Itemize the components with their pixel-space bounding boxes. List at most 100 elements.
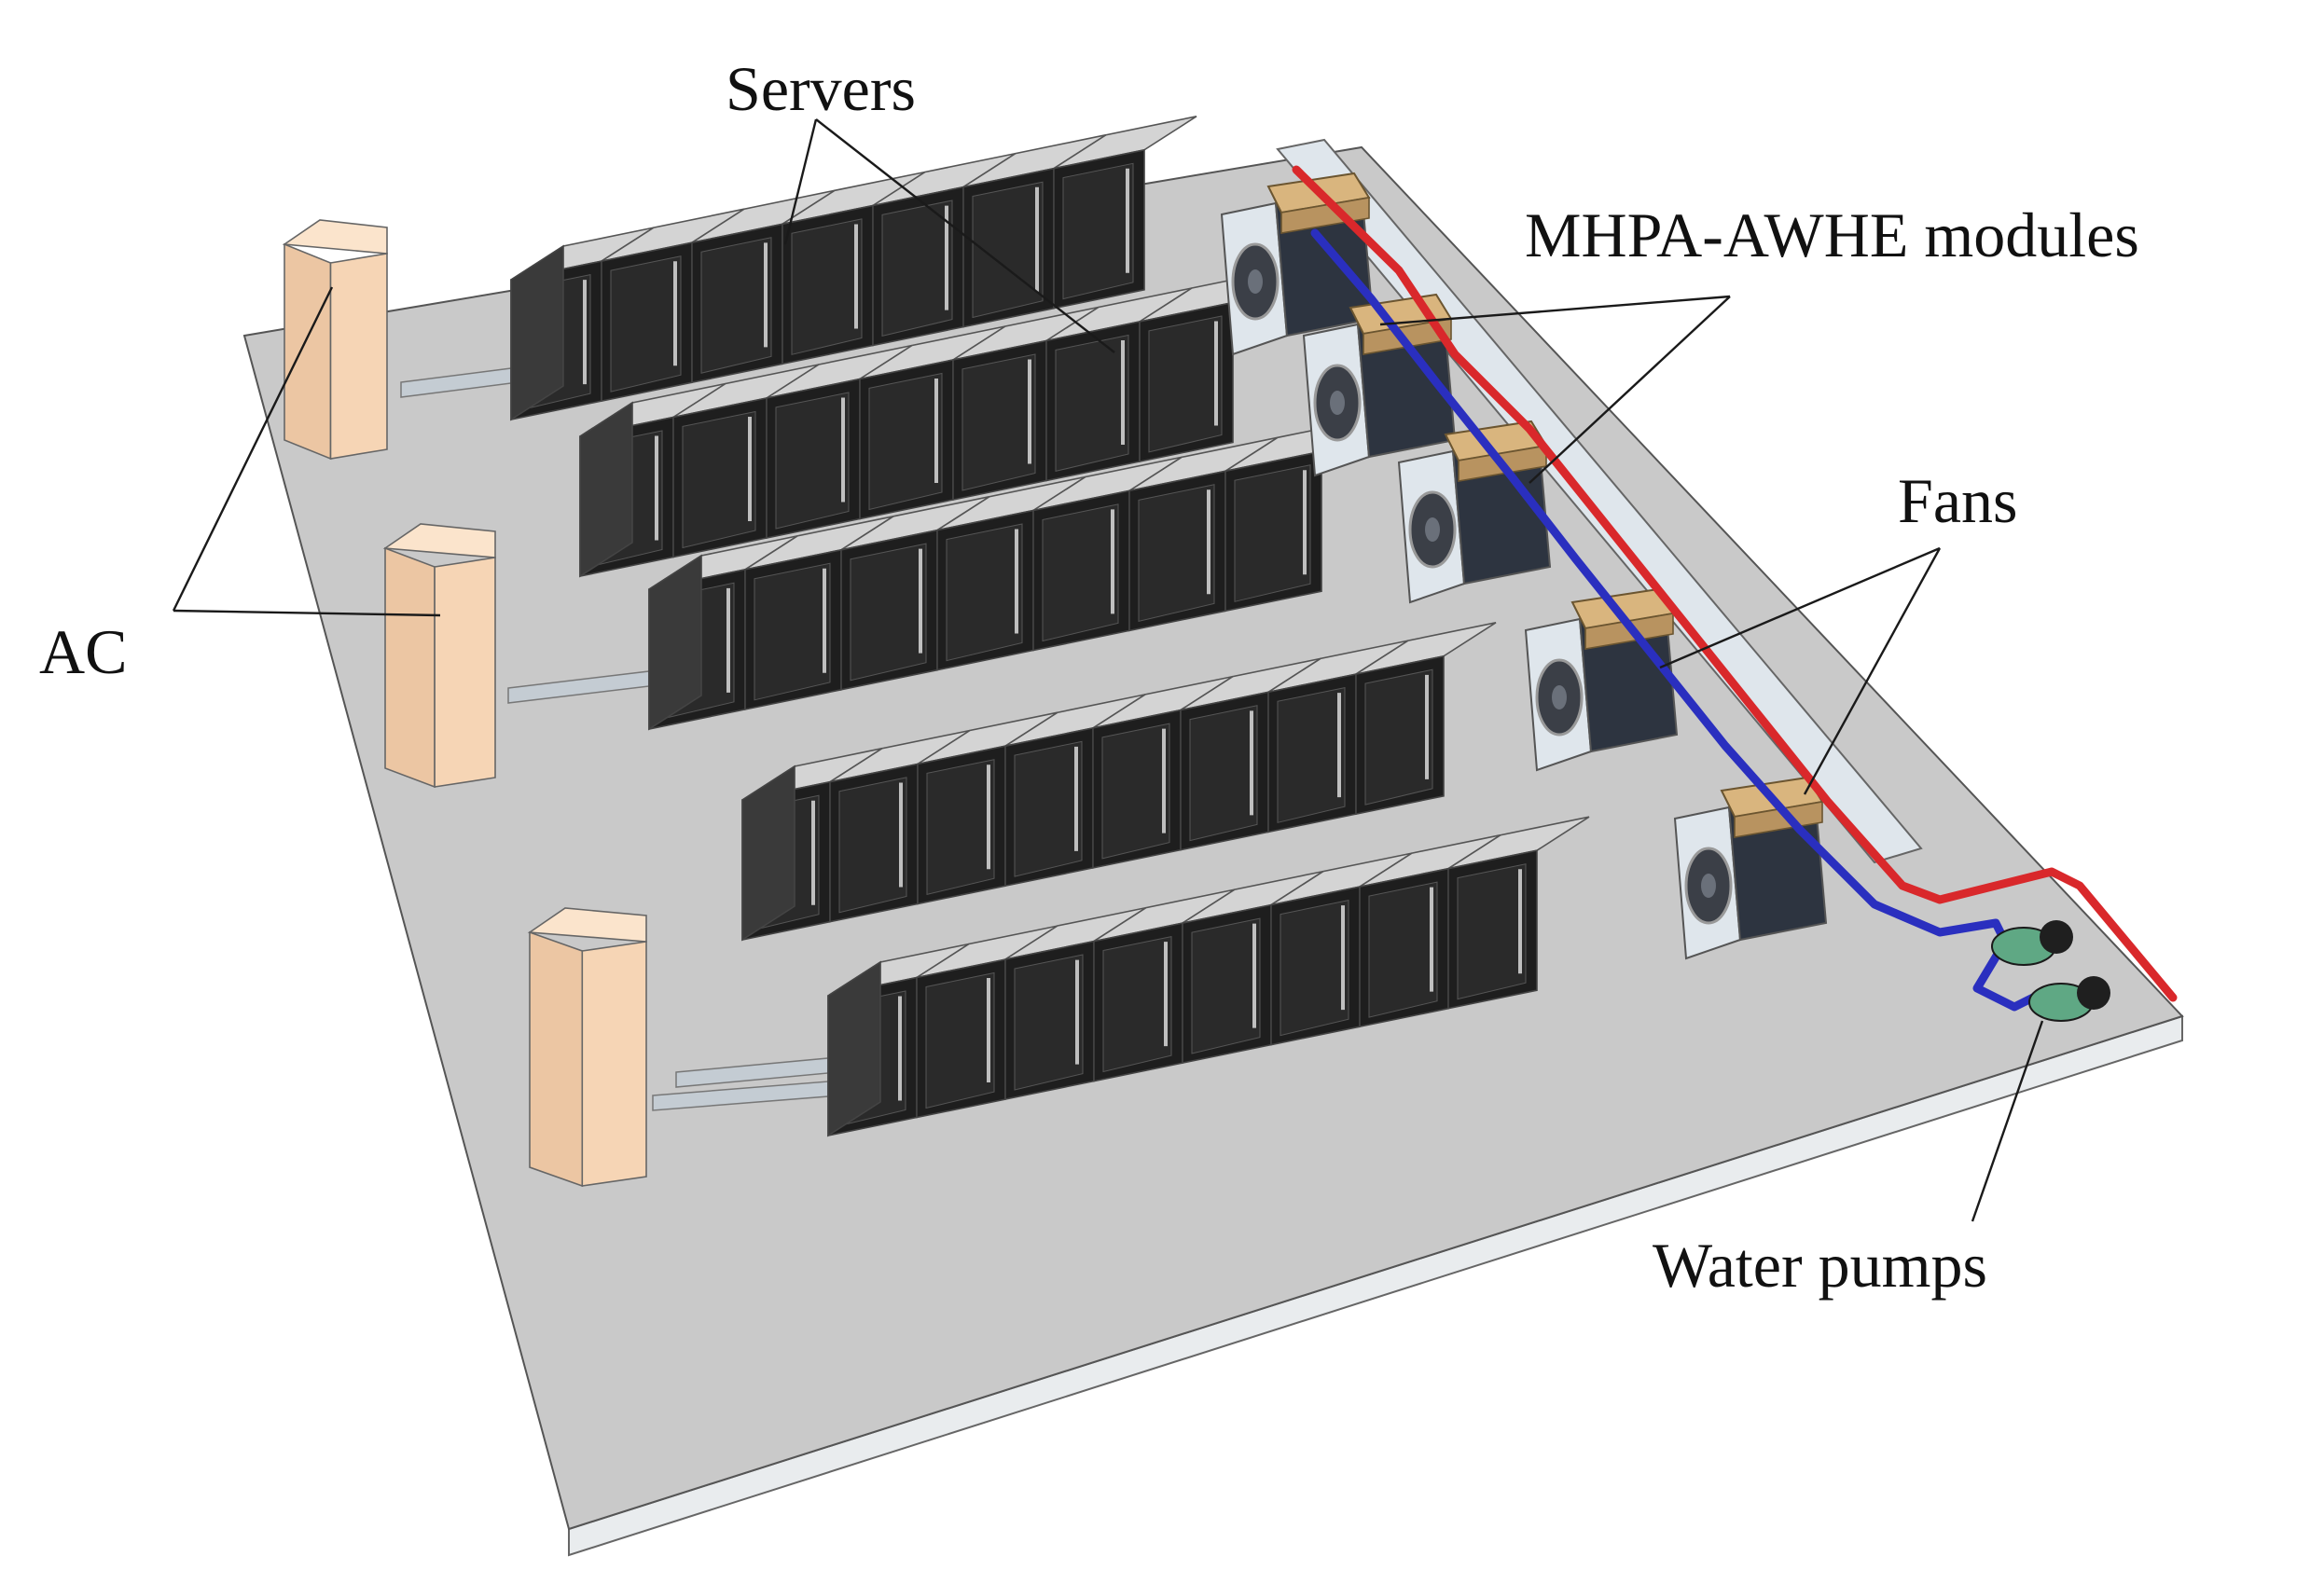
rack-door <box>682 410 756 549</box>
server-rack-icon <box>672 364 820 558</box>
water-pump-icon <box>2028 976 2110 1022</box>
fan-icon <box>1684 847 1733 925</box>
rack-door <box>775 392 850 530</box>
pumps-label: Water pumps <box>1653 1230 1987 1301</box>
ac-label: AC <box>39 616 127 687</box>
heat-pipe-module-side <box>1280 197 1370 234</box>
rack-door <box>1102 935 1172 1073</box>
rack-door <box>926 759 995 896</box>
rack-door <box>610 255 682 393</box>
heat-exchanger-icon <box>1524 587 1679 772</box>
ac-front <box>581 941 647 1187</box>
ac-side <box>384 546 436 789</box>
rack-door <box>1191 917 1261 1054</box>
server-rack-icon <box>1053 116 1197 310</box>
pump-motor <box>2040 920 2073 954</box>
heat-pipe-module-side <box>1363 318 1452 355</box>
rack-door <box>838 777 907 914</box>
ac-front <box>434 557 496 788</box>
ac-top <box>527 907 647 943</box>
ac-top <box>282 219 388 255</box>
server-rack-icon <box>1267 640 1409 833</box>
ac-top <box>382 523 496 558</box>
rack-door <box>1277 686 1346 823</box>
server-rack-icon <box>1128 436 1279 632</box>
water-pumps <box>1991 920 2110 1022</box>
rack-door <box>1148 315 1223 453</box>
fan-hub <box>1248 269 1263 294</box>
servers-leader-2 <box>815 118 1115 353</box>
server-rack-icon <box>691 189 836 384</box>
fan-icon <box>1535 658 1584 737</box>
fan-hub <box>1330 391 1345 415</box>
server-row-1 <box>510 116 1197 421</box>
server-rack-icon <box>1180 657 1321 851</box>
pumps-leader <box>1971 1020 2044 1222</box>
modules-leader-1 <box>1379 295 1731 326</box>
rack-door <box>1364 668 1433 806</box>
server-rack-icon <box>859 325 1006 520</box>
modules-leader-2 <box>1529 296 1731 484</box>
server-rack-icon <box>952 306 1100 501</box>
server-rack-icon <box>1355 622 1497 816</box>
ac-unit-icon <box>282 219 388 461</box>
rack-end-cap <box>579 401 633 578</box>
server-rack-icon <box>1182 870 1324 1065</box>
heat-pipe-module-side <box>1734 801 1823 838</box>
ac-front <box>329 253 388 460</box>
server-rack-icon <box>766 344 913 539</box>
server-rack-icon <box>1032 456 1183 652</box>
server-rack-icon <box>1093 888 1236 1082</box>
rack-end-cap <box>741 764 795 942</box>
leader-lines <box>172 118 2044 1222</box>
ac-leader-1 <box>172 286 334 612</box>
ac-unit-icon <box>527 907 647 1188</box>
server-rack-icon <box>840 495 990 691</box>
ac-units <box>282 219 647 1188</box>
rack-door <box>700 237 772 374</box>
server-rack-icon <box>1004 694 1146 888</box>
rack-door <box>868 372 943 511</box>
server-row-4 <box>741 622 1497 942</box>
fan-icon <box>1231 242 1280 321</box>
rack-door <box>1055 334 1129 473</box>
server-rack-icon <box>782 171 926 365</box>
fans-leader-1 <box>1659 546 1941 669</box>
rack-door <box>1280 899 1349 1037</box>
ac-side <box>529 930 584 1188</box>
rack-door <box>925 971 995 1109</box>
rack-door <box>1101 723 1170 860</box>
server-row-3 <box>648 417 1375 731</box>
server-rack-icon <box>1447 816 1590 1010</box>
server-rack-icon <box>1359 833 1501 1028</box>
fan-hub <box>1425 517 1440 542</box>
rack-door <box>1062 162 1134 300</box>
servers-leader-1 <box>783 118 818 245</box>
rack-door <box>1014 954 1084 1091</box>
ac-unit-icon <box>382 523 496 789</box>
rack-door <box>881 200 953 337</box>
server-rack-icon <box>916 925 1058 1119</box>
fans-leader-2 <box>1803 547 1942 795</box>
rack-door <box>1138 484 1215 623</box>
rack-end-cap <box>510 244 564 421</box>
fan-hub <box>1701 874 1716 898</box>
rack-end-cap <box>648 554 702 731</box>
rack-door <box>946 523 1023 662</box>
water-pump-icon <box>1991 920 2073 966</box>
server-rack-icon <box>1004 906 1147 1100</box>
labels: Servers MHPA-AWHE modules Fans AC Water … <box>39 53 2139 1301</box>
server-rack-icon <box>1092 675 1234 869</box>
rack-door <box>850 543 927 682</box>
fan-icon <box>1313 364 1362 442</box>
hot-water-pipe-icon <box>1292 165 2178 1002</box>
rack-door <box>1189 705 1258 842</box>
fans-label: Fans <box>1898 465 2017 536</box>
server-row-5 <box>827 816 1590 1137</box>
server-row-2 <box>579 268 1286 578</box>
rack-end-cap <box>827 960 881 1137</box>
server-rack-icon <box>744 516 894 710</box>
heat-exchanger-icon <box>1302 293 1457 477</box>
pump-motor <box>2077 976 2110 1010</box>
